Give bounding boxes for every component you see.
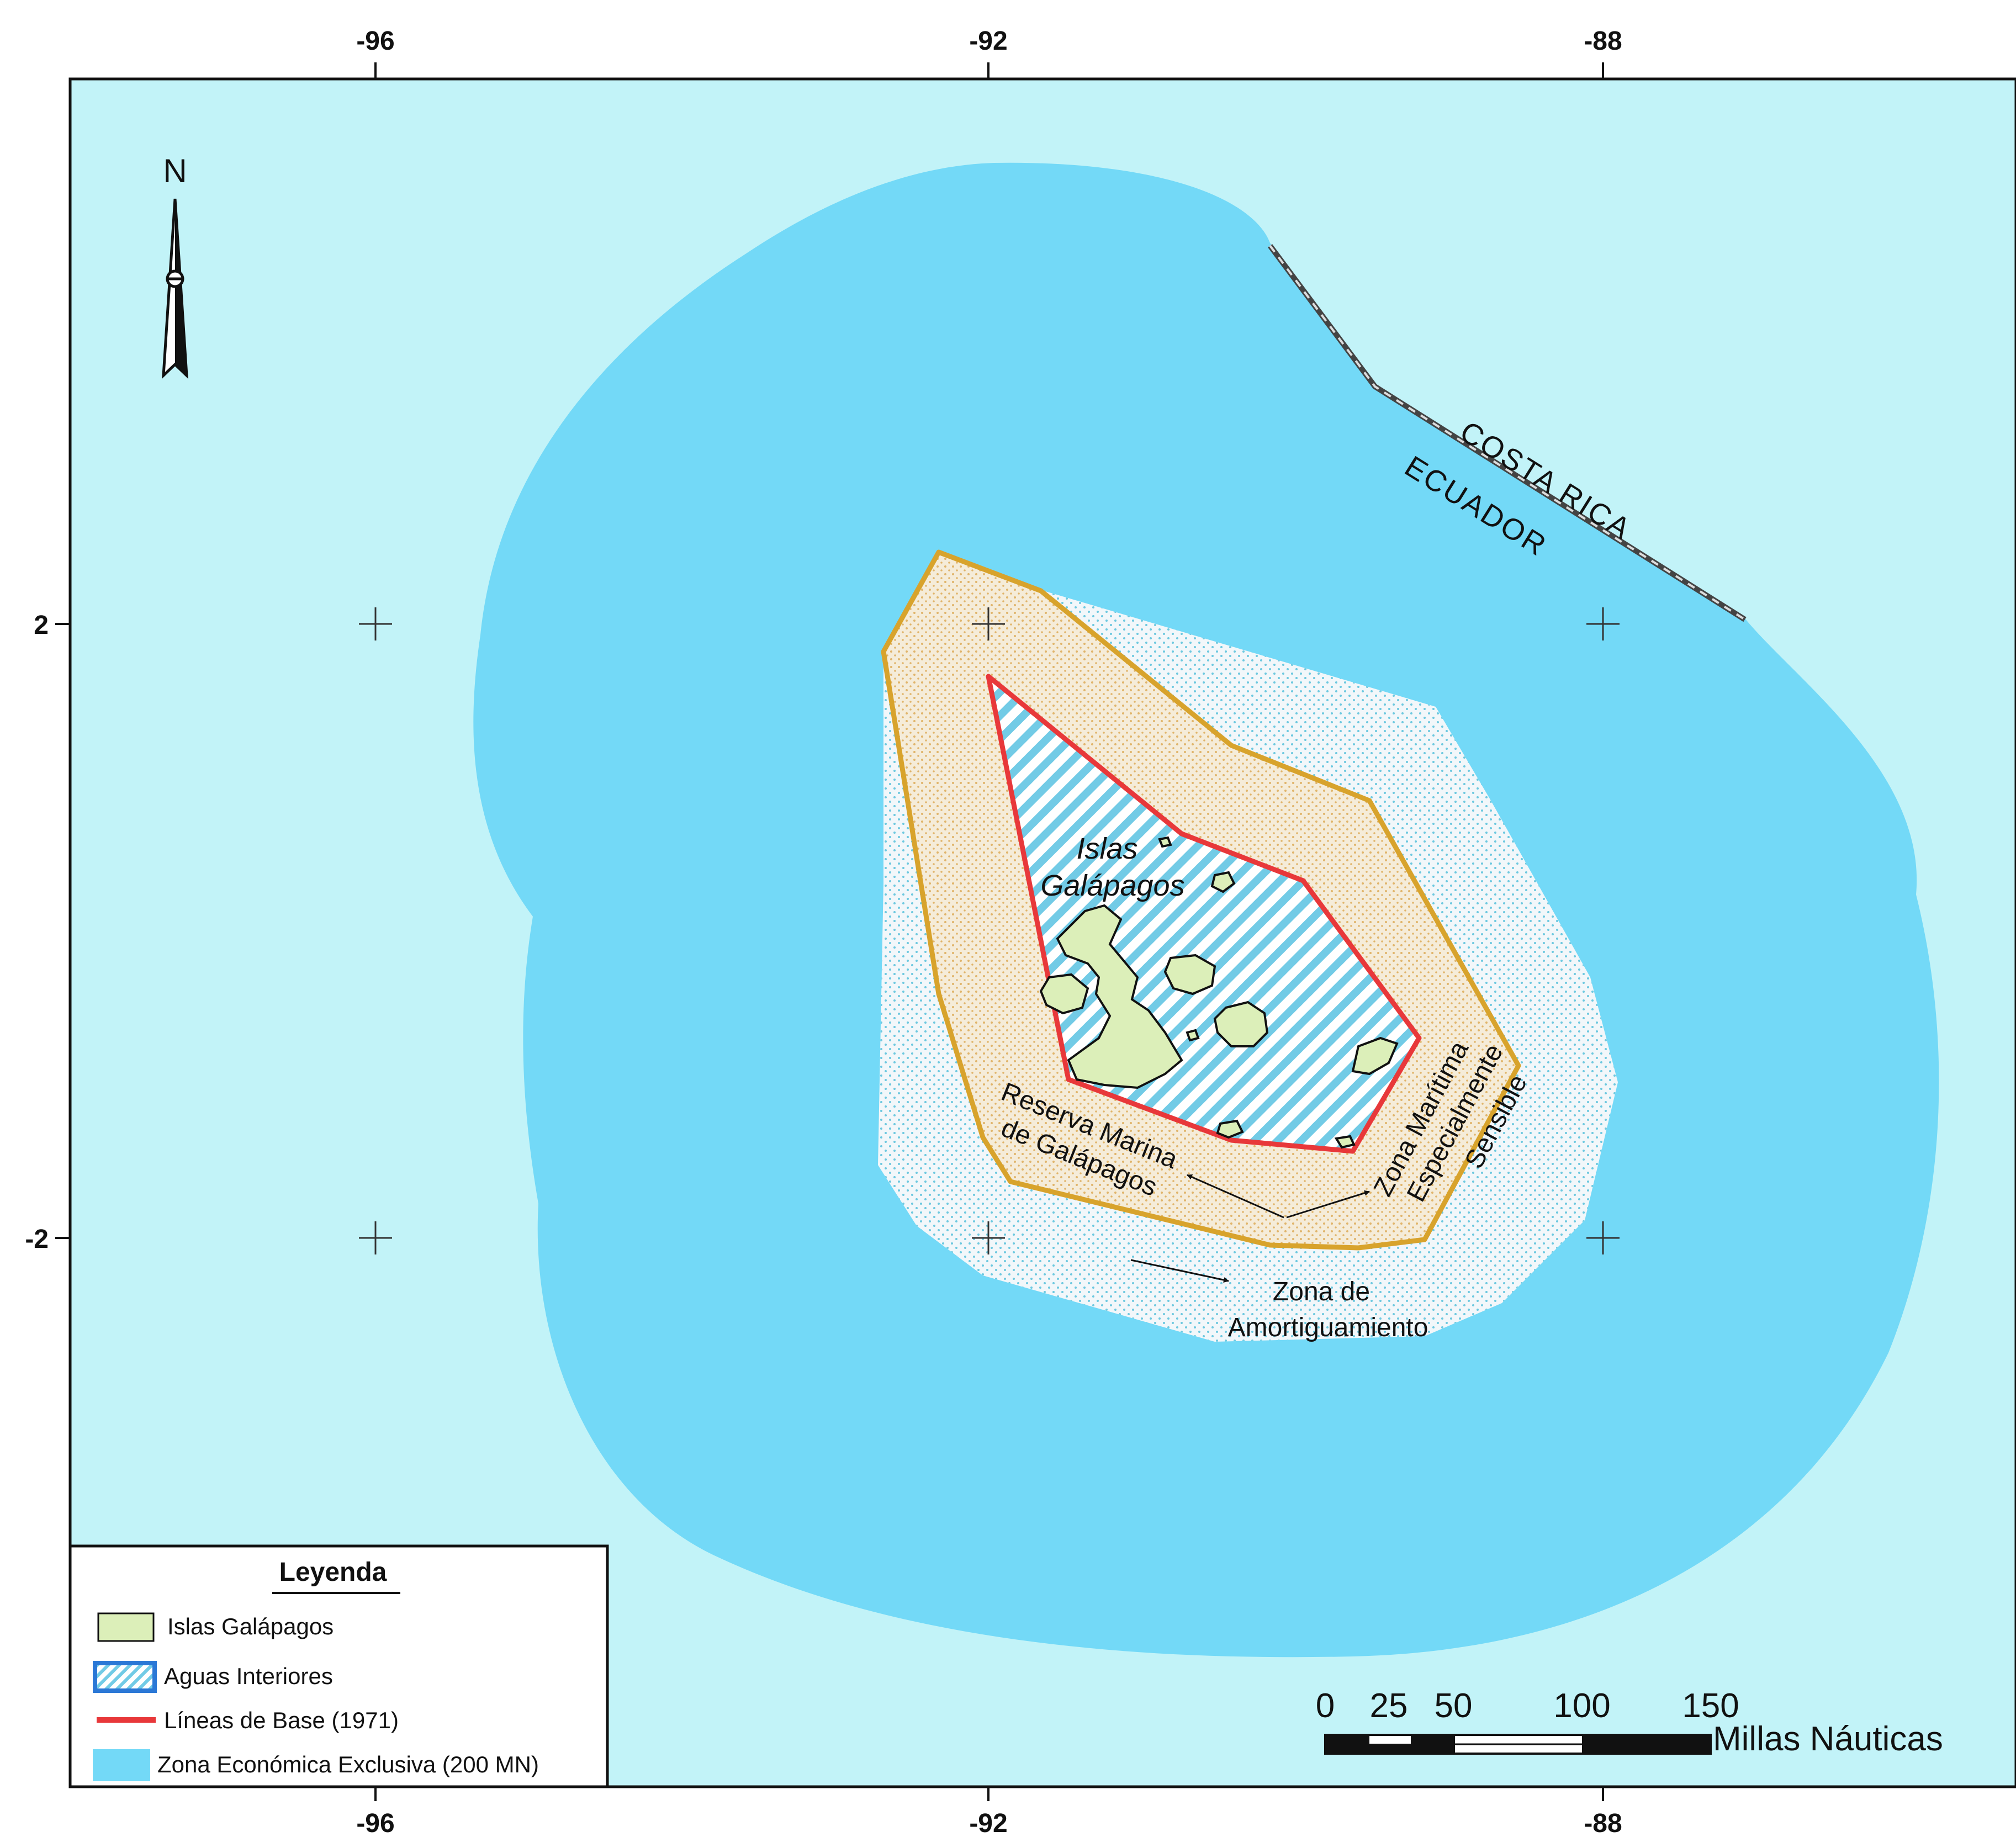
marine-reserve-boundary (881, 549, 1521, 1251)
label-pointer-arrows (1130, 1174, 1370, 1283)
lon-tick-bottom-1: -96 (356, 1809, 394, 1837)
island-espanola (1334, 1135, 1356, 1149)
legend-box (68, 1544, 609, 1788)
scale-tick-25: 25 (1370, 1687, 1408, 1725)
scale-tick-150: 150 (1682, 1687, 1739, 1725)
scale-unit: Millas Náuticas (1713, 1720, 1943, 1758)
lon-tick-top-1: -96 (356, 27, 394, 56)
north-arrow-label: N (163, 152, 187, 189)
scale-bar: 0 25 50 100 150 Millas Náuticas (1316, 1687, 1943, 1758)
island-marchena (1210, 871, 1236, 893)
island-fernandina (1039, 973, 1089, 1015)
scale-tick-100: 100 (1553, 1687, 1610, 1725)
scale-tick-0: 0 (1316, 1687, 1335, 1725)
island-floreana (1216, 1119, 1244, 1139)
map-frame (68, 77, 2016, 1788)
legend-label-baseline: Líneas de Base (1971) (164, 1707, 399, 1733)
galapagos-islands (1039, 836, 1399, 1149)
island-genovesa (1158, 836, 1172, 848)
legend-title: Leyenda (279, 1558, 387, 1587)
island-santa-cruz (1213, 1000, 1269, 1047)
scale-tick-50: 50 (1435, 1687, 1473, 1725)
inner-waters-area (988, 676, 1419, 1151)
island-san-cristobal (1351, 1036, 1399, 1076)
lon-tick-bottom-2: -92 (969, 1809, 1007, 1837)
grid-crosshairs (359, 607, 1620, 1254)
legend-swatch-inner-waters (93, 1661, 157, 1693)
label-galapagos: Galápagos (1040, 869, 1184, 902)
lat-tick-1: 2 (34, 611, 49, 640)
baseline-1971 (986, 674, 1422, 1154)
legend-swatch-islands (97, 1612, 155, 1642)
island-isabela (1056, 904, 1183, 1089)
label-amort-line1: Zona de (1273, 1277, 1370, 1306)
label-amort-line2: Amortiguamiento (1228, 1313, 1428, 1342)
costa-rica-ecuador-boundary-dash (1269, 245, 1746, 621)
legend-label-inner-waters: Aguas Interiores (164, 1663, 333, 1689)
lon-tick-top-3: -88 (1584, 27, 1622, 56)
north-arrow: N (162, 152, 188, 379)
legend-swatch-eez (93, 1749, 150, 1781)
island-pinzon (1186, 1029, 1200, 1042)
label-islas: Islas (1076, 832, 1137, 865)
lon-tick-top-2: -92 (969, 27, 1007, 56)
island-santiago (1163, 954, 1216, 996)
legend: Leyenda Islas Galápagos Aguas Interiores… (68, 1544, 609, 1788)
lat-tick-2: -2 (25, 1225, 49, 1254)
axis-tick-marks (55, 62, 1604, 1801)
legend-label-islands: Islas Galápagos (167, 1613, 334, 1639)
lon-tick-bottom-3: -88 (1584, 1809, 1622, 1837)
legend-label-eez: Zona Económica Exclusiva (200 MN) (157, 1751, 539, 1777)
